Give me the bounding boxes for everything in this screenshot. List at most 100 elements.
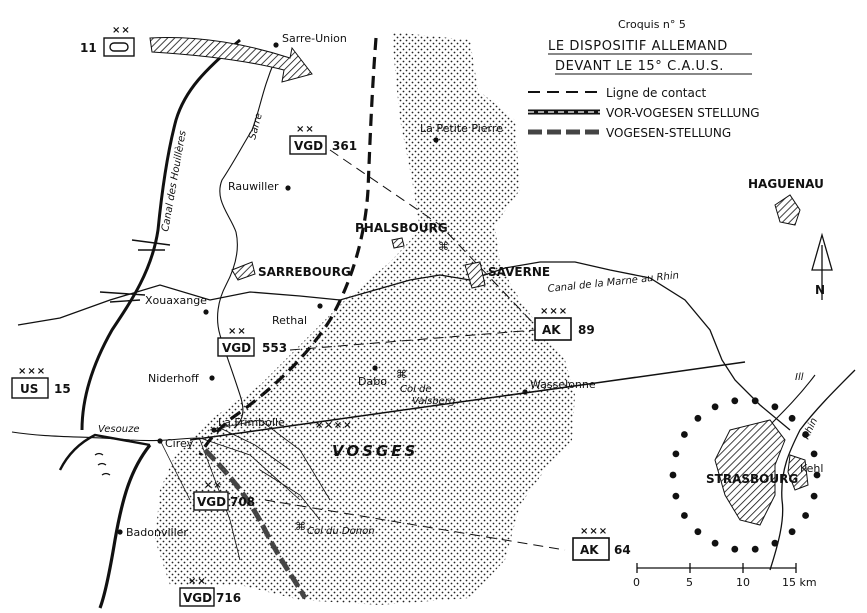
legend-vogesen: VOGESEN-STELLUNG [606,126,731,140]
marsh-symbols [94,452,111,476]
fortress-dot [810,492,818,500]
fortress-dot [672,492,680,500]
fortress-dot [802,512,809,519]
bridge-symbols [99,239,171,303]
label-badonviller: Badonviller [126,526,188,539]
label-niderhoff: Niderhoff [148,372,199,385]
scale-tick-10: 10 [736,576,750,589]
north-arrow-label: N [815,283,825,297]
fortress-dot [681,431,688,438]
unit-ak-64-number: 64 [614,543,631,557]
legend: Ligne de contact VOR-VOGESEN STELLUNG VO… [528,86,760,140]
unit-armored-11: ×× 11 [80,25,135,57]
front-west-left [58,433,151,471]
fortress-dot [771,403,779,411]
unit-us-15: ××× US 15 [11,366,71,399]
sarrebourg-shape [231,261,256,281]
unit-vgd-708: ×× VGD 708 [193,480,255,511]
unit-armored-11-echelon: ×× [112,25,131,36]
pass-phalsbourg-symbol: ⌘ [438,240,449,253]
label-sarre: Sarre [247,112,265,141]
unit-armored-11-number: 11 [80,41,97,55]
unit-vgd-553-echelon: ×× [228,326,247,337]
title-line1: LE DISPOSITIF ALLEMAND [548,39,728,54]
label-sarrebourg: SARREBOURG [258,265,351,279]
unit-ak-64-type: AK [580,543,599,557]
unit-ak-89: ××× AK 89 [534,306,595,341]
unit-us-15-number: 15 [54,382,71,396]
unit-vgd-361-number: 361 [332,139,357,153]
corps-boundary-label: ×××× [315,420,353,431]
title-line2: DEVANT LE 15° C.A.U.S. [555,59,724,74]
unit-vgd-361-type: VGD [294,139,323,153]
label-cirey: Cirey [165,437,194,450]
label-col-de-valsberg-2: Valsberg [412,396,455,407]
unit-ak-64: ××× AK 64 [572,526,631,561]
fortress-dot [669,471,677,479]
fortress-dot [802,431,809,438]
unit-us-15-echelon: ××× [18,366,46,377]
fortress-dot [771,539,779,547]
vogesen-stellung-line [203,448,308,600]
unit-ak-89-number: 89 [578,323,595,337]
label-kehl: Kehl [800,462,823,475]
col-donon-symbol: ⌘ [295,520,306,533]
western-front-line [98,444,152,609]
unit-vgd-361: ×× VGD 361 [289,124,357,155]
unit-vgd-708-echelon: ×× [204,480,223,491]
label-strasbourg: STRASBOURG [706,472,798,486]
rhin-river [769,369,856,571]
saverne-shape [464,261,486,289]
fortress-dot [694,414,702,422]
unit-vgd-553-type: VGD [222,341,251,355]
fortress-dot [788,528,796,536]
armored-advance-arrow [149,37,313,83]
vor-vogesen-stellung-line [198,37,378,456]
place-markers [117,42,528,535]
label-wasselonne: Wasselonne [530,378,596,391]
label-col-de-valsberg-1: Col de [400,384,432,395]
col-valsberg-symbol: ⌘ [396,368,407,381]
label-rethal: Rethal [272,314,307,327]
label-xouaxange: Xouaxange [145,294,207,307]
strasbourg-shape [714,419,786,526]
scale-tick-5: 5 [686,576,693,589]
unit-boundary-708 [264,499,566,551]
scale-tick-15: 15 km [782,576,817,589]
legend-vor-vogesen: VOR-VOGESEN STELLUNG [606,106,760,120]
scale-bar: 0 5 10 15 km [633,563,817,589]
sketch-number: Croquis n° 5 [618,18,686,31]
unit-ak-64-echelon: ××× [580,526,608,537]
corps-boundary-line [189,361,746,441]
phalsbourg-shape [391,237,405,249]
fortress-dot [731,545,739,553]
north-arrow-icon: N [811,232,833,300]
armored-division-symbol [109,42,129,52]
label-rauwiller: Rauwiller [228,180,279,193]
unit-ak-89-echelon: ××× [540,306,568,317]
fortress-dot [751,545,759,553]
label-dabo: Dabo [358,375,387,388]
canal-houilleres-line [80,38,241,431]
sarre-river [217,59,276,429]
fortress-dot [810,450,818,458]
fortress-dot [751,397,759,405]
label-la-frimbolle: La Frimbolle [218,416,285,429]
label-rhin: Rhin [801,416,820,441]
haguenau-shape [774,194,801,226]
fortress-dot [711,403,719,411]
label-saverne: SAVERNE [488,265,550,279]
label-ill: Ill [795,372,804,383]
unit-vgd-716-type: VGD [183,591,212,605]
unit-vgd-716-echelon: ×× [188,576,207,587]
unit-vgd-716-number: 716 [216,591,241,605]
fortress-dot [672,450,680,458]
label-sarre-union: Sarre-Union [282,32,347,45]
label-canal-marne-rhin: Canal de la Marne au Rhin [547,270,679,295]
unit-us-15-type: US [20,382,38,396]
label-la-petite-pierre: La Petite Pierre [420,122,503,135]
unit-boundary-553 [289,329,536,351]
unit-vgd-708-type: VGD [197,495,226,509]
scale-tick-0: 0 [633,576,640,589]
